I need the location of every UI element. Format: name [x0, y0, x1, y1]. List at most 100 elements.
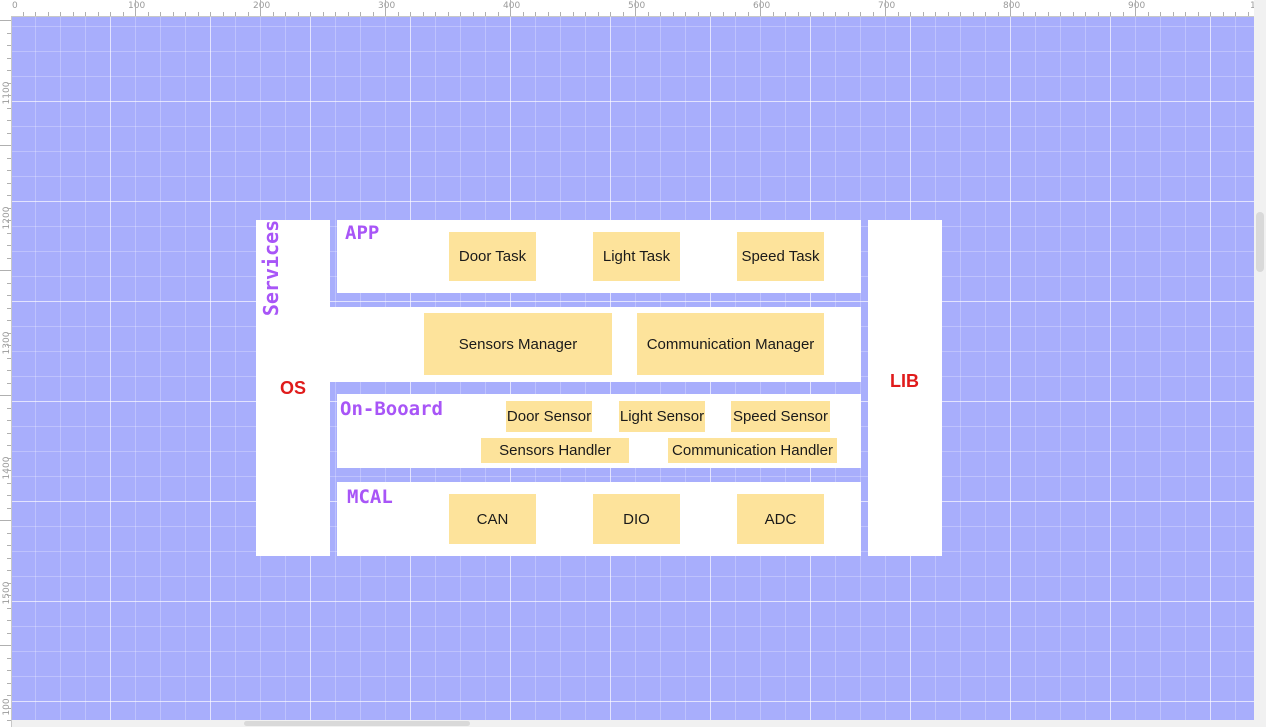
ruler-tick: [985, 12, 986, 16]
speed-task-box[interactable]: Speed Task: [737, 232, 824, 281]
ruler-tick: [522, 12, 524, 16]
ruler-tick: [7, 182, 11, 184]
lib-label: LIB: [890, 371, 919, 391]
ruler-tick: [135, 0, 136, 16]
ruler-tick: [572, 12, 574, 16]
ruler-tick: [410, 12, 411, 16]
ruler-tick: [7, 557, 11, 559]
ruler-tick: [7, 470, 11, 471]
ruler-tick: [447, 12, 449, 16]
ruler-tick: [497, 12, 499, 16]
ruler-tick: [60, 12, 61, 16]
ruler-tick: [72, 12, 74, 16]
communication-handler-box[interactable]: Communication Handler: [668, 438, 837, 463]
horizontal-scrollbar[interactable]: [12, 720, 1254, 727]
ruler-tick: [7, 707, 11, 709]
ruler-tick: [7, 532, 11, 534]
ruler-tick: [322, 12, 324, 16]
ruler-tick: [7, 370, 11, 371]
ruler-tick: [1147, 12, 1149, 16]
dio-driver-box[interactable]: DIO: [593, 494, 680, 544]
mcal-label: MCAL: [347, 486, 393, 508]
lib-panel[interactable]: [868, 220, 942, 556]
ruler-tick: [272, 12, 274, 16]
ruler-tick: [122, 12, 124, 16]
ruler-tick: [7, 382, 11, 384]
light-sensor-box[interactable]: Light Sensor: [619, 401, 705, 432]
ruler-tick: [7, 70, 11, 71]
ruler-tick: [7, 420, 11, 421]
ruler-tick: [310, 12, 311, 16]
ruler-tick: [785, 12, 786, 16]
ruler-tick: [385, 0, 386, 16]
vertical-scrollbar[interactable]: [1254, 0, 1266, 727]
light-task-box[interactable]: Light Task: [593, 232, 680, 281]
ruler-tick: [585, 12, 586, 16]
ruler-tick: [547, 12, 549, 16]
os-label: OS: [280, 378, 307, 398]
ruler-tick: [7, 720, 11, 721]
ruler-tick: [1060, 12, 1061, 16]
ruler-tick: [460, 12, 461, 16]
ruler-tick: [7, 320, 11, 321]
adc-driver-box[interactable]: ADC: [737, 494, 824, 544]
ruler-tick: [0, 20, 11, 21]
ruler-tick: [897, 12, 899, 16]
ruler-tick: [7, 82, 11, 84]
communication-manager-box[interactable]: Communication Manager: [637, 313, 824, 375]
ruler-tick: [360, 12, 361, 16]
ruler-tick: [347, 12, 349, 16]
ruler-tick: [860, 12, 861, 16]
ruler-tick: [810, 12, 811, 16]
ruler-tick: [997, 12, 999, 16]
ruler-tick: [7, 595, 11, 596]
ruler-tick: [7, 295, 11, 296]
ruler-tick: [1072, 12, 1074, 16]
ruler-tick: [660, 12, 661, 16]
app-label: APP: [345, 222, 380, 244]
ruler-tick: [1222, 12, 1224, 16]
ruler-tick: [610, 12, 611, 16]
ruler-tick: [635, 0, 636, 16]
ruler-tick: [1210, 12, 1211, 16]
ruler-tick: [472, 12, 474, 16]
ruler-tick: [435, 12, 436, 16]
horizontal-ruler: 0 100 200 300 400 500 600 700 800 900 10…: [0, 0, 1256, 17]
ruler-tick: [7, 257, 11, 259]
ruler-tick: [7, 170, 11, 171]
ruler-tick: [7, 582, 11, 584]
ruler-tick: [1185, 12, 1186, 16]
ruler-label: 100: [128, 1, 146, 11]
os-services-panel[interactable]: [256, 220, 330, 556]
ruler-tick: [710, 12, 711, 16]
door-task-box[interactable]: Door Task: [449, 232, 536, 281]
ruler-tick: [7, 107, 11, 109]
services-label: Services: [259, 219, 283, 317]
ruler-tick: [7, 432, 11, 434]
ruler-tick: [335, 12, 336, 16]
speed-sensor-box[interactable]: Speed Sensor: [731, 401, 830, 432]
ruler-tick: [7, 120, 11, 121]
ruler-tick: [22, 12, 24, 16]
ruler-tick: [235, 12, 236, 16]
sensors-handler-box[interactable]: Sensors Handler: [481, 438, 629, 463]
vertical-scroll-thumb[interactable]: [1256, 212, 1264, 272]
ruler-label: 800: [1003, 1, 1021, 11]
onboard-label: On-Booard: [340, 398, 443, 420]
door-sensor-box[interactable]: Door Sensor: [506, 401, 592, 432]
ruler-tick: [1122, 12, 1124, 16]
ruler-tick: [7, 132, 11, 134]
horizontal-scroll-thumb[interactable]: [244, 721, 470, 726]
ruler-tick: [485, 12, 486, 16]
ruler-tick: [7, 482, 11, 484]
ruler-tick: [7, 682, 11, 684]
ruler-tick: [0, 270, 11, 271]
ruler-label: 900: [1128, 1, 1146, 11]
ruler-tick: [260, 0, 261, 16]
ruler-tick: [7, 670, 11, 671]
ruler-label: 600: [753, 1, 771, 11]
ruler-tick: [760, 0, 761, 16]
can-driver-box[interactable]: CAN: [449, 494, 536, 544]
sensors-manager-box[interactable]: Sensors Manager: [424, 313, 612, 375]
ruler-tick: [747, 12, 749, 16]
